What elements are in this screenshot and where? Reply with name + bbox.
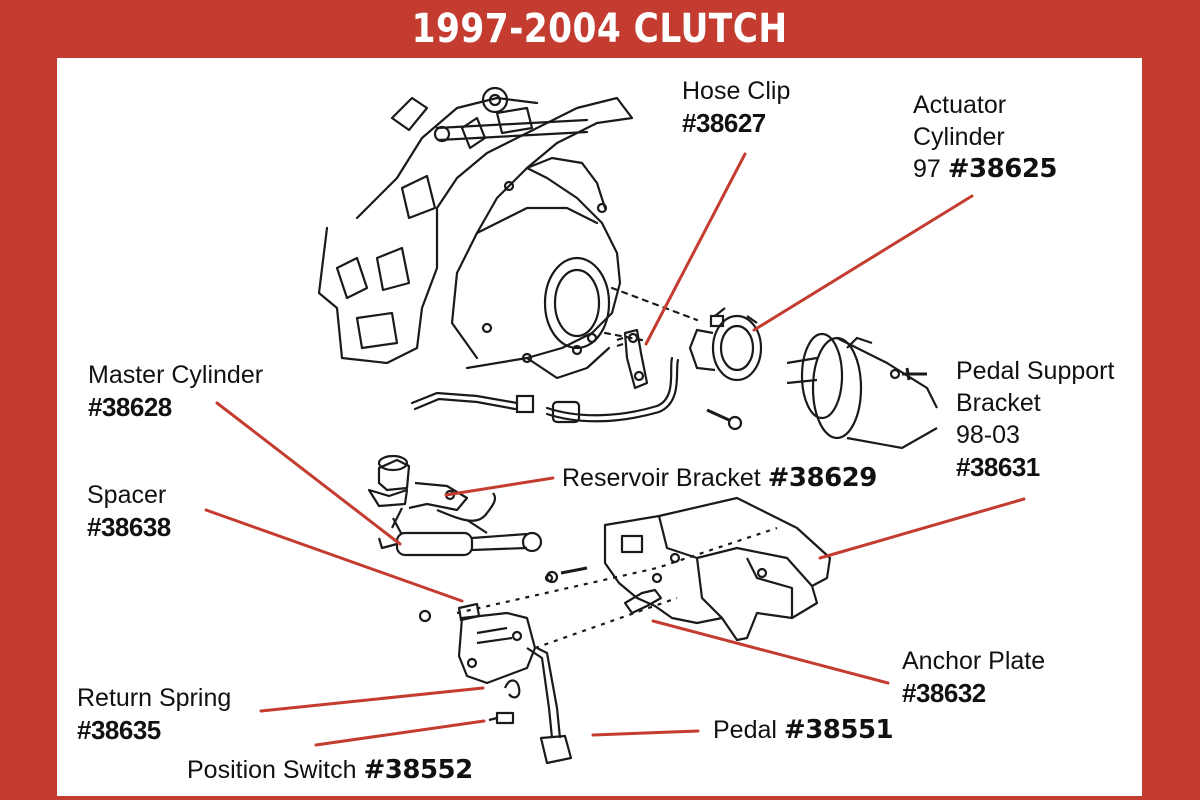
actuator-cylinder-illustration [688, 307, 763, 431]
pedal-assembly-illustration [418, 526, 778, 765]
leader-spacer [204, 508, 464, 603]
callout-hose-clip: Hose Clip #38627 [682, 77, 791, 138]
leader-return-spring [259, 686, 485, 713]
callout-master-cylinder: Master Cylinder #38628 [88, 361, 264, 422]
callout-pedal: Pedal #38551 [713, 715, 894, 745]
callout-spacer: Spacer #38638 [87, 481, 171, 542]
page-title: 1997-2004 CLUTCH [411, 6, 788, 52]
leader-hose-clip [644, 152, 747, 346]
pedal-support-bracket-illustration [603, 496, 832, 642]
clutch-exploded-diagram [204, 86, 1026, 765]
diagram-panel: Hose Clip #38627 Actuator Cylinder 97 #3… [57, 58, 1142, 796]
bell-housing-illustration [317, 86, 699, 380]
leader-lines [204, 152, 1026, 747]
hose-clip-illustration [616, 328, 649, 390]
callout-pedal-support-bracket: Pedal Support Bracket 98-03 #38631 [956, 357, 1115, 482]
leader-pedal [591, 729, 700, 737]
driveshaft-tube-illustration [786, 332, 938, 450]
leader-actuator-cylinder [752, 194, 974, 332]
callout-actuator-cylinder: Actuator Cylinder 97 #38625 [913, 91, 1058, 184]
leader-position-switch [314, 719, 486, 747]
title-banner: 1997-2004 CLUTCH [0, 0, 1200, 58]
callout-reservoir-bracket: Reservoir Bracket #38629 [562, 463, 877, 493]
callout-return-spring: Return Spring #38635 [77, 684, 232, 745]
leader-reservoir-bracket [444, 476, 555, 497]
callout-anchor-plate: Anchor Plate #38632 [902, 647, 1046, 708]
callout-position-switch: Position Switch #38552 [187, 755, 473, 785]
master-cylinder-illustration [367, 454, 543, 557]
leader-master-cylinder [215, 401, 402, 546]
hydraulic-hose-illustration [410, 356, 680, 424]
leader-anchor-plate [651, 619, 890, 685]
leader-pedal-support-bracket [818, 497, 1026, 560]
